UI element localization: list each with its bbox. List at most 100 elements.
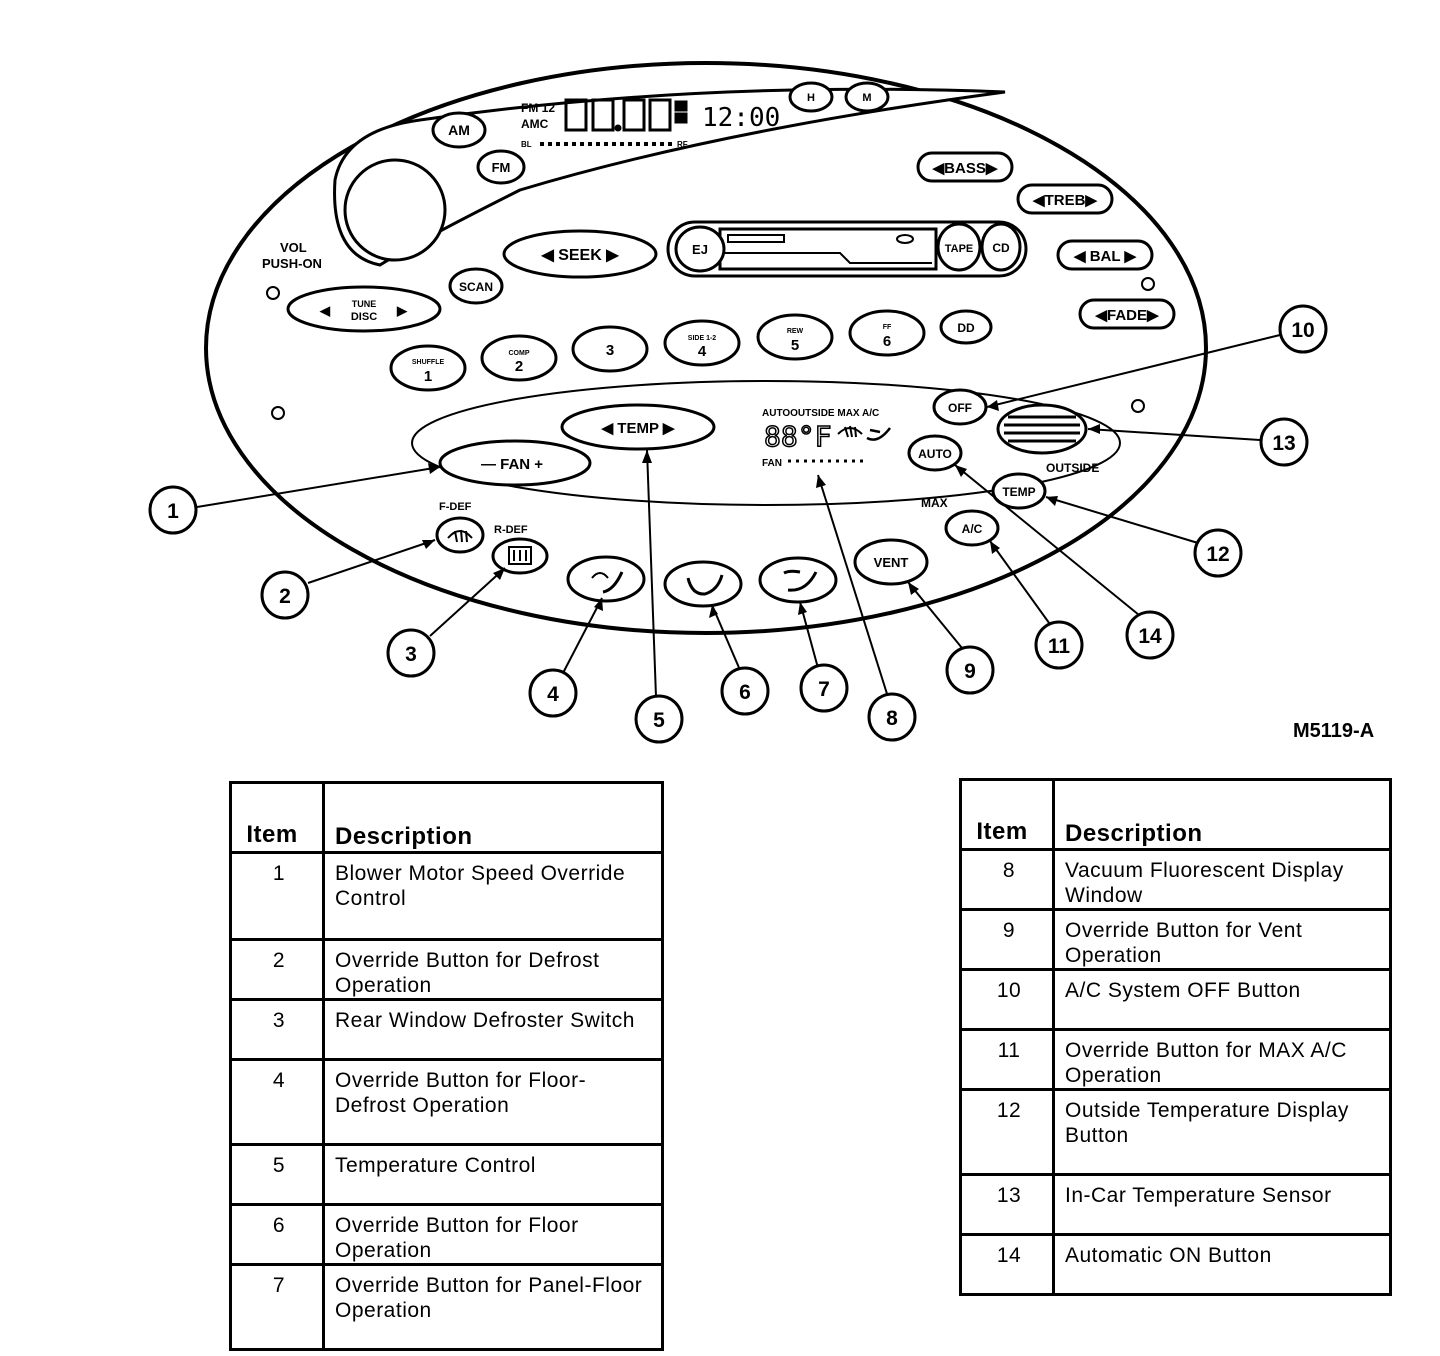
scan-button[interactable]: SCAN bbox=[448, 267, 504, 305]
svg-text:12: 12 bbox=[1206, 543, 1229, 566]
callout-9: 9 bbox=[945, 645, 995, 695]
item-number: 14 bbox=[959, 1233, 1055, 1296]
bal-button[interactable]: ◀ BAL ▶ bbox=[1056, 239, 1154, 271]
svg-text:COMP: COMP bbox=[509, 350, 530, 357]
fade-button[interactable]: ◀FADE▶ bbox=[1078, 298, 1176, 330]
item-description: A/C System OFF Button bbox=[1052, 968, 1392, 1031]
off-button[interactable]: OFF bbox=[932, 388, 988, 426]
leader-lines bbox=[196, 334, 1281, 698]
rear-defrost-button[interactable] bbox=[491, 537, 549, 575]
treb-button[interactable]: ◀TREB▶ bbox=[1016, 183, 1114, 215]
item-number: 4 bbox=[229, 1058, 325, 1146]
item-description: Temperature Control bbox=[322, 1143, 664, 1206]
volume-label-2: PUSH-ON bbox=[262, 256, 322, 271]
cd-button[interactable]: CD bbox=[980, 222, 1022, 272]
fan-control[interactable]: — FAN + bbox=[438, 439, 592, 487]
preset-button-4[interactable]: SIDE 1-24 bbox=[663, 319, 741, 367]
m-button[interactable]: M bbox=[844, 81, 890, 113]
floor-button[interactable] bbox=[663, 560, 743, 608]
svg-text:3: 3 bbox=[606, 342, 614, 359]
header-description: Description bbox=[322, 781, 664, 854]
svg-text:DD: DD bbox=[957, 321, 975, 335]
frequency-digits bbox=[564, 98, 688, 132]
tune-disc-button[interactable]: ◀ ▶ TUNE DISC bbox=[286, 285, 442, 333]
svg-text:AM: AM bbox=[448, 122, 470, 138]
item-description: Rear Window Defroster Switch bbox=[322, 998, 664, 1061]
callout-7: 7 bbox=[799, 663, 849, 713]
preset-button-3[interactable]: 3 bbox=[571, 325, 649, 373]
svg-text:REW: REW bbox=[787, 328, 804, 335]
auto-button[interactable]: AUTO bbox=[907, 434, 963, 472]
temp-control[interactable]: ◀ TEMP ▶ bbox=[560, 403, 716, 451]
vent-button[interactable]: VENT bbox=[853, 538, 929, 586]
eject-button[interactable]: EJ bbox=[674, 225, 726, 273]
tape-button[interactable]: TAPE bbox=[936, 222, 982, 272]
preset-button-6[interactable]: FF6 bbox=[848, 309, 926, 357]
svg-text:AUTO: AUTO bbox=[918, 447, 952, 461]
h-button[interactable]: H bbox=[788, 81, 834, 113]
svg-text:TUNE: TUNE bbox=[352, 299, 377, 309]
outside-temp-button[interactable]: TEMP bbox=[991, 472, 1047, 510]
balance-right: RF bbox=[677, 140, 688, 149]
floor-defrost-button[interactable] bbox=[566, 555, 646, 603]
svg-text:◀: ◀ bbox=[319, 303, 331, 318]
svg-text:5: 5 bbox=[653, 709, 665, 732]
svg-text:VENT: VENT bbox=[874, 555, 909, 570]
item-description: Override Button for Floor-Defrost Operat… bbox=[322, 1058, 664, 1146]
control-panel-diagram: VOL PUSH-ON FM 12 AMC 12:00 BL RF H M AM… bbox=[148, 61, 1328, 744]
tape-cd-slot bbox=[666, 220, 1028, 278]
item-number: 5 bbox=[229, 1143, 325, 1206]
ac-button[interactable]: A/C bbox=[944, 509, 1000, 547]
item-number: 2 bbox=[229, 938, 325, 1001]
volume-label-1: VOL bbox=[280, 240, 307, 255]
panel-floor-button[interactable] bbox=[758, 556, 838, 604]
seek-button[interactable]: ◀ SEEK ▶ bbox=[502, 229, 658, 279]
r-def-label: R-DEF bbox=[494, 524, 528, 536]
item-number: 13 bbox=[959, 1173, 1055, 1236]
svg-text:10: 10 bbox=[1291, 319, 1314, 342]
bass-button[interactable]: ◀BASS▶ bbox=[916, 151, 1014, 183]
display-digits: 88°F bbox=[764, 420, 831, 453]
svg-text:11: 11 bbox=[1048, 635, 1071, 658]
item-description: Automatic ON Button bbox=[1052, 1233, 1392, 1296]
svg-text:◀BASS▶: ◀BASS▶ bbox=[932, 160, 999, 177]
item-description: Blower Motor Speed Override Control bbox=[322, 851, 664, 941]
svg-text:◀ SEEK ▶: ◀ SEEK ▶ bbox=[540, 247, 619, 264]
svg-text:2: 2 bbox=[515, 358, 523, 375]
leader-arrowheads bbox=[422, 400, 1100, 618]
item-number: 1 bbox=[229, 851, 325, 941]
svg-text:3: 3 bbox=[405, 643, 417, 666]
svg-text:5: 5 bbox=[791, 337, 799, 354]
callout-14: 14 bbox=[1125, 610, 1175, 660]
fm-button[interactable]: FM bbox=[476, 149, 526, 185]
svg-text:2: 2 bbox=[279, 585, 291, 608]
panel-screw bbox=[266, 286, 280, 300]
band-amc: AMC bbox=[521, 117, 549, 131]
in-car-temp-sensor bbox=[996, 403, 1088, 455]
preset-button-5[interactable]: REW 5 bbox=[756, 313, 834, 361]
item-description: Vacuum Fluorescent Display Window bbox=[1052, 848, 1392, 911]
am-button[interactable]: AM bbox=[431, 111, 487, 149]
front-defrost-button[interactable] bbox=[435, 516, 485, 554]
f-def-label: F-DEF bbox=[439, 501, 472, 513]
dolby-button[interactable]: DD bbox=[939, 309, 993, 345]
item-description: Override Button for MAX A/C Operation bbox=[1052, 1028, 1392, 1091]
callout-1: 1 bbox=[148, 485, 198, 535]
svg-text:▶: ▶ bbox=[396, 303, 408, 318]
svg-text:TAPE: TAPE bbox=[945, 243, 974, 255]
svg-text:14: 14 bbox=[1138, 625, 1162, 648]
volume-knob[interactable] bbox=[343, 158, 447, 262]
